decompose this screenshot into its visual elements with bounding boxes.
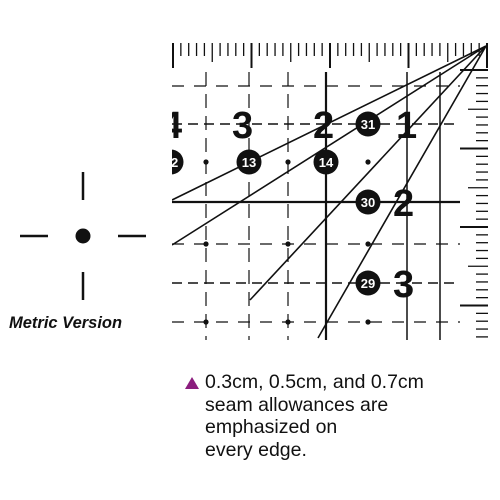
inch-badge-14-label: 14 <box>319 155 334 170</box>
triangle-bullet-icon <box>185 377 199 389</box>
inch-badge-31-label: 31 <box>361 117 375 132</box>
grid-dot <box>285 159 291 165</box>
note-line-1: 0.3cm, 0.5cm, and 0.7cm <box>205 371 424 393</box>
grid-dot <box>285 319 291 325</box>
ruler-grid-dots <box>203 159 371 325</box>
note-line-2: seam allowances are <box>205 393 389 416</box>
ruler-grid-lines <box>172 72 460 340</box>
note-line-4: every edge. <box>205 438 307 461</box>
inch-badge-29-label: 29 <box>361 276 375 291</box>
ruler-number-3-top: 3 <box>232 105 253 147</box>
crosshair-target <box>20 172 146 300</box>
inch-badge-30 <box>355 189 381 215</box>
note-line-3: emphasized on <box>205 416 338 438</box>
inch-badge-13-label: 13 <box>242 155 256 170</box>
grid-dot <box>365 319 371 325</box>
inch-badge-29 <box>355 270 381 296</box>
ruler-number-3-side: 3 <box>393 264 414 306</box>
grid-dot <box>203 159 209 165</box>
ruler-angle-lines <box>171 45 487 339</box>
ruler-illustration: 4 3 2 1 2 3 31 13 14 30 29 12 <box>20 30 488 350</box>
grid-dot <box>203 319 209 325</box>
inch-badge-14 <box>313 149 339 175</box>
grid-dot <box>203 241 209 247</box>
inch-badge-13 <box>236 149 262 175</box>
ruler-number-1: 1 <box>396 105 417 147</box>
ruler-left-mask <box>150 30 172 350</box>
ruler-number-2-top: 2 <box>313 105 334 147</box>
grid-dot <box>365 241 371 247</box>
crosshair-center-dot <box>75 228 91 244</box>
grid-dot <box>365 159 371 165</box>
grid-dot <box>285 241 291 247</box>
inch-badge-30-label: 30 <box>361 195 375 210</box>
seam-allowance-note: 0.3cm, 0.5cm, and 0.7cm seam allowances … <box>205 371 495 461</box>
metric-version-caption: Metric Version <box>9 314 123 332</box>
inch-badge-31 <box>355 111 381 137</box>
ruler-number-2-side: 2 <box>393 183 414 225</box>
